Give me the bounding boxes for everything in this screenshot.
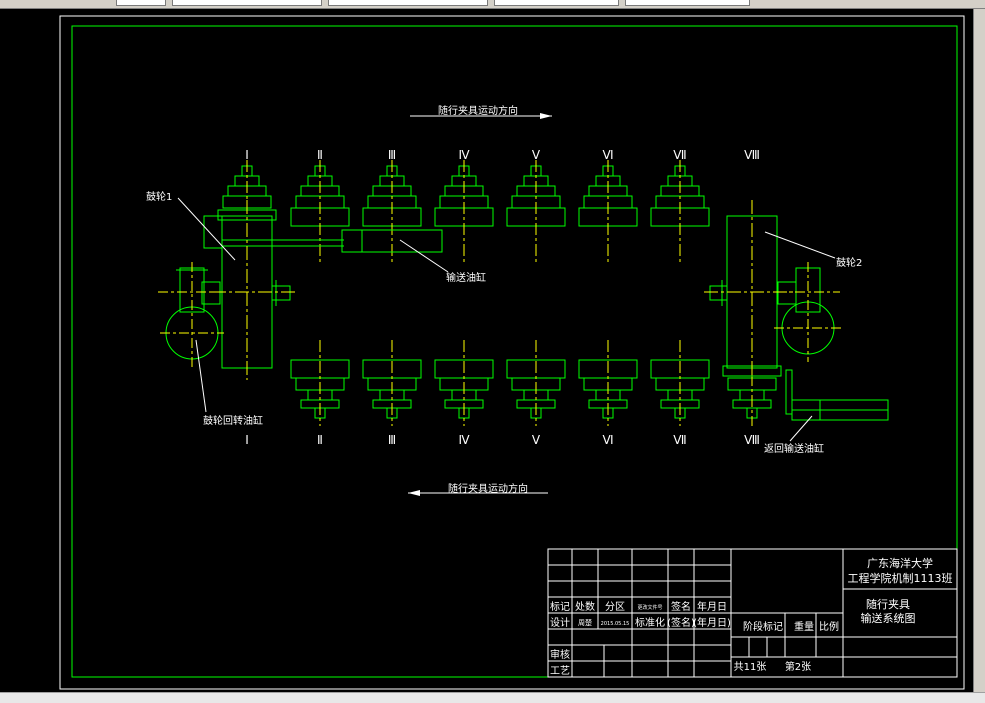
color-dropdown[interactable]	[172, 0, 322, 6]
leaders	[177, 197, 836, 442]
tb-h-count: 处数	[575, 600, 595, 613]
station-numeral-bottom-4: Ⅳ	[458, 433, 469, 447]
top-toolbar	[0, 0, 985, 9]
station-numeral-top-7: Ⅶ	[673, 148, 686, 162]
tb-design-date: 2015.05.15	[601, 621, 630, 627]
horizontal-scrollbar[interactable]	[0, 692, 985, 703]
tb-designer: 周楚	[578, 618, 592, 627]
tb-h-doc: 更改文件号	[637, 604, 662, 611]
station-numerals-bottom: Ⅰ Ⅱ Ⅲ Ⅳ Ⅴ Ⅵ Ⅶ Ⅷ	[245, 433, 760, 447]
leader-return-cyl	[789, 415, 813, 442]
fixtures-top	[222, 160, 710, 262]
direction-label-top: 随行夹具运动方向	[438, 104, 518, 117]
leader-drum1	[177, 197, 236, 261]
fixture-top-4	[434, 160, 494, 262]
rotary-cylinder-left	[165, 267, 221, 360]
tb-date-paren: (年月日)	[693, 616, 731, 629]
tb-sign-paren: (签名)	[667, 616, 695, 629]
station-numeral-bottom-8: Ⅷ	[744, 433, 760, 447]
station-numeral-top-8: Ⅷ	[744, 148, 760, 162]
tb-drawing-name-2: 输送系统图	[861, 611, 916, 625]
tb-drawing-name-1: 随行夹具	[866, 597, 910, 611]
label-rotary-cylinder: 鼓轮回转油缸	[203, 414, 263, 427]
fixture-top-7	[650, 160, 710, 262]
station-numeral-top-5: Ⅴ	[532, 148, 541, 162]
outer-frame	[59, 15, 965, 690]
tb-weight: 重量	[794, 620, 814, 633]
plotstyle-dropdown[interactable]	[625, 0, 750, 6]
station-numeral-bottom-1: Ⅰ	[245, 433, 249, 447]
station-numeral-bottom-2: Ⅱ	[317, 433, 323, 447]
rotary-cylinder-right	[777, 267, 835, 355]
tb-class: 工程学院机制1113班	[848, 571, 953, 585]
fixture-top-2	[290, 160, 350, 262]
tb-stage: 阶段标记	[743, 620, 783, 633]
station-numeral-bottom-5: Ⅴ	[532, 433, 541, 447]
station-numeral-bottom-6: Ⅵ	[602, 433, 613, 447]
title-block	[547, 548, 958, 678]
tb-h-zone: 分区	[605, 601, 625, 613]
leader-rot-cyl	[195, 339, 207, 413]
tb-total-sheets: 共11张	[734, 661, 767, 673]
fixture-bottom-6	[578, 340, 638, 426]
label-drum2: 鼓轮2	[836, 256, 862, 269]
label-drum1: 鼓轮1	[146, 190, 172, 203]
fixture-bottom-2	[290, 340, 350, 426]
inner-frame	[71, 25, 958, 678]
fixture-top-5	[506, 160, 566, 262]
drum-1	[203, 209, 443, 369]
tb-h-date: 年月日	[697, 600, 727, 613]
arrowhead-right	[540, 113, 552, 119]
title-block-text: 广东海洋大学 工程学院机制1113班 随行夹具 输送系统图 标记 处数 分区 更…	[550, 556, 953, 677]
linetype-dropdown[interactable]	[328, 0, 488, 6]
direction-label-bottom: 随行夹具运动方向	[448, 482, 528, 495]
fixture-bottom-5	[506, 340, 566, 426]
fixture-bottom-3	[362, 340, 422, 426]
fixture-bottom-7	[650, 340, 710, 426]
fixtures-bottom	[290, 340, 777, 426]
station-numerals-top: Ⅰ Ⅱ Ⅲ Ⅳ Ⅴ Ⅵ Ⅶ Ⅷ	[245, 148, 760, 162]
tb-school: 广东海洋大学	[867, 556, 933, 570]
tb-scale: 比例	[819, 620, 839, 633]
station-numeral-top-6: Ⅵ	[602, 148, 613, 162]
tb-standard: 标准化	[635, 616, 665, 629]
fixture-bottom-4	[434, 340, 494, 426]
station-numeral-bottom-7: Ⅶ	[673, 433, 686, 447]
vertical-scrollbar[interactable]	[973, 9, 985, 692]
station-numeral-bottom-3: Ⅲ	[388, 433, 396, 447]
layer-dropdown[interactable]	[116, 0, 166, 6]
leader-drum2	[764, 231, 836, 259]
label-feed-cylinder: 输送油缸	[446, 271, 486, 284]
drawing-svg: 随行夹具运动方向 随行夹具运动方向 Ⅰ Ⅱ Ⅲ Ⅳ Ⅴ Ⅵ Ⅶ Ⅷ Ⅰ Ⅱ Ⅲ …	[59, 15, 965, 690]
fixture-top-3	[362, 160, 422, 262]
leader-feed-cyl	[399, 239, 449, 273]
tb-h-sign: 签名	[671, 600, 691, 613]
fixture-top-6	[578, 160, 638, 262]
tb-design: 设计	[550, 616, 570, 629]
station-numeral-top-1: Ⅰ	[245, 148, 249, 162]
label-return-cylinder: 返回输送油缸	[764, 442, 824, 455]
drawing-canvas[interactable]: 随行夹具运动方向 随行夹具运动方向 Ⅰ Ⅱ Ⅲ Ⅳ Ⅴ Ⅵ Ⅶ Ⅷ Ⅰ Ⅱ Ⅲ …	[0, 9, 973, 692]
arrowhead-left	[408, 490, 420, 496]
station-numeral-top-2: Ⅱ	[317, 148, 323, 162]
tb-sheet-no: 第2张	[785, 660, 811, 673]
tb-review: 审核	[550, 648, 570, 661]
fixture-bottom-8	[727, 374, 777, 426]
tb-h-mark: 标记	[550, 601, 570, 613]
station-numeral-top-3: Ⅲ	[388, 148, 396, 162]
drum-2	[709, 215, 889, 421]
tb-process: 工艺	[550, 665, 570, 677]
station-numeral-top-4: Ⅳ	[458, 148, 469, 162]
lineweight-dropdown[interactable]	[494, 0, 619, 6]
